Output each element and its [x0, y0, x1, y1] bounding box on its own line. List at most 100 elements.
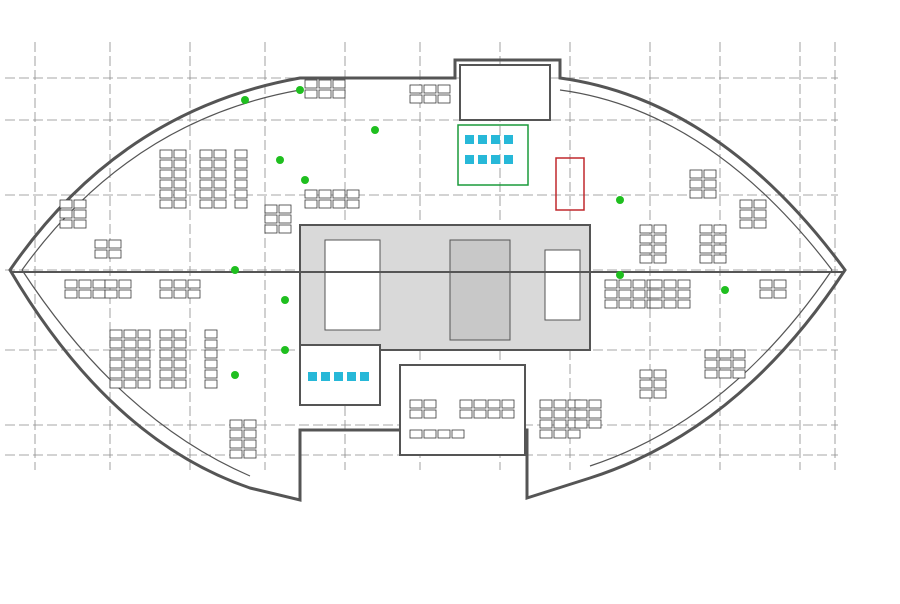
desk: [604, 289, 618, 299]
desk: [109, 379, 123, 389]
desk: [759, 279, 773, 289]
desk: [204, 379, 218, 389]
desk: [423, 84, 437, 94]
desk: [409, 94, 423, 104]
desk: [173, 349, 187, 359]
desk: [423, 409, 437, 419]
toilet-icon: [491, 155, 500, 164]
desk: [318, 79, 332, 89]
desk: [604, 299, 618, 309]
stair-icon: [459, 64, 551, 121]
desk: [539, 429, 553, 439]
desk: [739, 199, 753, 209]
desk: [713, 254, 727, 264]
desk: [213, 149, 227, 159]
desk: [159, 279, 173, 289]
desk: [663, 279, 677, 289]
desk: [59, 209, 73, 219]
desk: [159, 339, 173, 349]
desk: [639, 244, 653, 254]
desk: [423, 94, 437, 104]
desk: [703, 179, 717, 189]
desk: [677, 289, 691, 299]
desk: [173, 179, 187, 189]
plant-icon: [231, 266, 239, 274]
toilet-icon: [504, 135, 513, 144]
plant-icon: [231, 371, 239, 379]
toilet-icon: [478, 135, 487, 144]
desk: [159, 169, 173, 179]
desk: [346, 189, 360, 199]
toilet-icon: [334, 372, 343, 381]
desk: [632, 289, 646, 299]
desk: [234, 159, 248, 169]
desk: [632, 279, 646, 289]
desk: [699, 224, 713, 234]
desk: [346, 199, 360, 209]
desk: [64, 289, 78, 299]
plant-icon: [241, 96, 249, 104]
toilet-icon: [465, 155, 474, 164]
desk: [264, 214, 278, 224]
desk: [234, 179, 248, 189]
desk: [739, 209, 753, 219]
plant-icon: [281, 346, 289, 354]
desk: [732, 349, 746, 359]
desk: [118, 279, 132, 289]
desk: [173, 169, 187, 179]
desk: [588, 409, 602, 419]
toilet-icon: [347, 372, 356, 381]
plant-icon: [301, 176, 309, 184]
desk: [653, 234, 667, 244]
desk: [199, 149, 213, 159]
desk: [663, 289, 677, 299]
desk: [234, 169, 248, 179]
desk: [704, 359, 718, 369]
desk: [703, 189, 717, 199]
desk: [173, 289, 187, 299]
desk: [137, 339, 151, 349]
plant-icon: [721, 286, 729, 294]
desk: [618, 289, 632, 299]
desk: [332, 189, 346, 199]
desk: [539, 399, 553, 409]
desk: [137, 349, 151, 359]
desk: [304, 89, 318, 99]
desk: [318, 189, 332, 199]
desk: [732, 369, 746, 379]
desk: [187, 279, 201, 289]
desk: [109, 329, 123, 339]
desk: [199, 199, 213, 209]
desk: [108, 239, 122, 249]
desk: [653, 379, 667, 389]
desk: [199, 179, 213, 189]
desk: [437, 429, 451, 439]
desk: [109, 349, 123, 359]
desk: [199, 159, 213, 169]
desk: [487, 399, 501, 409]
desk: [59, 219, 73, 229]
desk: [677, 279, 691, 289]
desk: [137, 359, 151, 369]
desk: [264, 224, 278, 234]
desk: [451, 429, 465, 439]
desk: [213, 169, 227, 179]
desk: [109, 339, 123, 349]
desk: [699, 254, 713, 264]
desk: [213, 189, 227, 199]
desk: [109, 369, 123, 379]
desk: [423, 399, 437, 409]
desk: [159, 159, 173, 169]
desk: [264, 204, 278, 214]
desk: [123, 329, 137, 339]
toilet-icon: [504, 155, 513, 164]
desk: [187, 289, 201, 299]
desk: [732, 359, 746, 369]
desk: [639, 389, 653, 399]
desk: [718, 349, 732, 359]
desk: [318, 89, 332, 99]
desk: [159, 369, 173, 379]
desk: [304, 79, 318, 89]
desk: [159, 379, 173, 389]
desk: [123, 339, 137, 349]
